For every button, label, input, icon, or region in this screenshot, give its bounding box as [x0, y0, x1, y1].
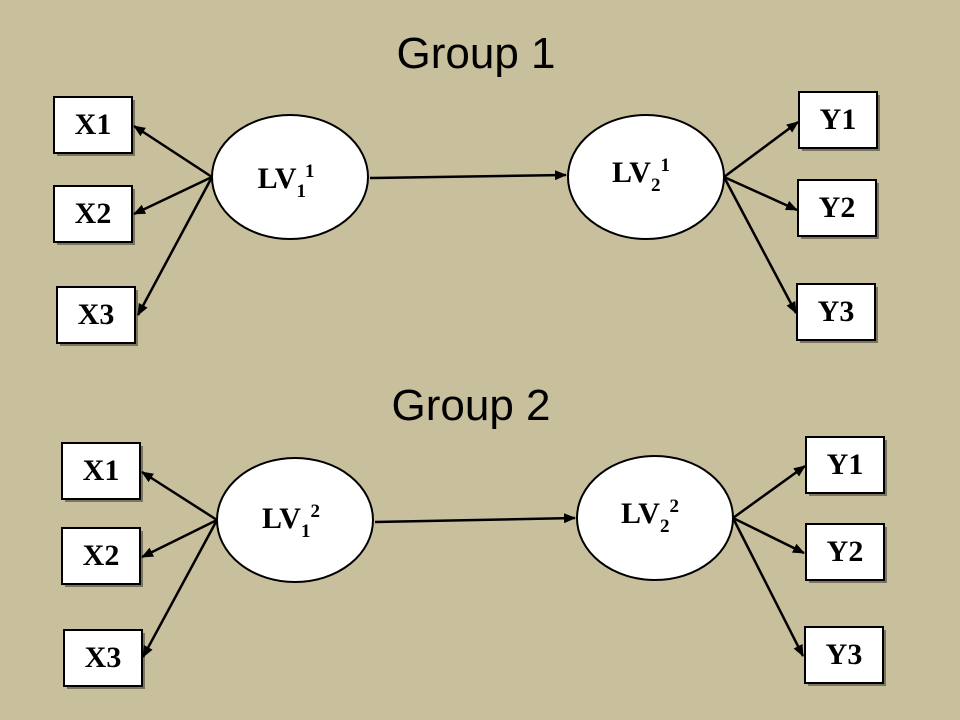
path-arrow-lv1-lv2 — [369, 170, 567, 181]
loading-arrow-lv2-y1 — [723, 120, 799, 179]
indicator-box-x3: X3 — [56, 286, 138, 346]
indicator-label: X3 — [78, 298, 115, 331]
group-2: Group 2 X1 X2 X3 LV12 — [61, 381, 887, 689]
indicator-label: X2 — [83, 539, 120, 572]
indicator-box-x2: X2 — [53, 185, 135, 245]
indicator-box-x1: X1 — [61, 442, 143, 502]
loading-arrow-lv1-x1 — [141, 470, 218, 522]
path-arrow-lv1-lv2 — [374, 513, 576, 524]
indicator-label: X1 — [75, 108, 112, 141]
group-1-title: Group 1 — [397, 29, 556, 78]
latent-variable-lv2: LV22 — [576, 455, 734, 581]
indicator-label: Y1 — [820, 103, 857, 136]
indicator-box-y2: Y2 — [797, 179, 879, 239]
indicator-label: Y3 — [818, 295, 855, 328]
group-2-title: Group 2 — [392, 381, 551, 430]
indicator-box-y2: Y2 — [805, 523, 887, 583]
latent-variable-lv2: LV21 — [567, 114, 725, 240]
loading-arrow-lv2-y3 — [731, 517, 805, 657]
loading-arrow-lv1-x1 — [133, 124, 213, 179]
indicator-label: Y2 — [819, 191, 856, 224]
loading-arrow-lv1-x3 — [136, 176, 214, 316]
loading-arrow-lv2-y2 — [732, 516, 805, 555]
indicator-box-y3: Y3 — [804, 626, 886, 686]
indicator-box-x3: X3 — [63, 629, 145, 689]
indicator-label: X1 — [83, 454, 120, 487]
loading-arrow-lv2-y2 — [723, 175, 798, 212]
indicator-box-y1: Y1 — [805, 436, 887, 496]
latent-variable-lv1: LV12 — [216, 457, 374, 583]
indicator-label: X3 — [85, 641, 122, 674]
indicator-box-x1: X1 — [53, 96, 135, 156]
loading-arrow-lv1-x2 — [133, 175, 213, 216]
lv-label: LV22 — [621, 496, 679, 537]
indicator-box-y1: Y1 — [798, 91, 880, 151]
lv-label: LV21 — [612, 155, 670, 196]
loading-arrow-lv1-x2 — [141, 518, 218, 559]
indicator-box-x2: X2 — [61, 527, 143, 587]
lv-label: LV12 — [262, 501, 320, 542]
latent-variable-lv1: LV11 — [211, 114, 369, 240]
group-1: Group 1 X1 X2 X3 LV11 — [53, 29, 880, 346]
loading-arrow-lv2-y3 — [722, 176, 798, 314]
indicator-label: Y2 — [827, 535, 864, 568]
loading-arrow-lv2-y1 — [732, 464, 806, 520]
lv-label: LV11 — [258, 161, 315, 202]
loading-arrow-lv1-x3 — [141, 519, 219, 658]
indicator-label: Y1 — [827, 448, 864, 481]
indicator-label: X2 — [75, 197, 112, 230]
indicator-box-y3: Y3 — [796, 283, 878, 343]
indicator-label: Y3 — [826, 638, 863, 671]
